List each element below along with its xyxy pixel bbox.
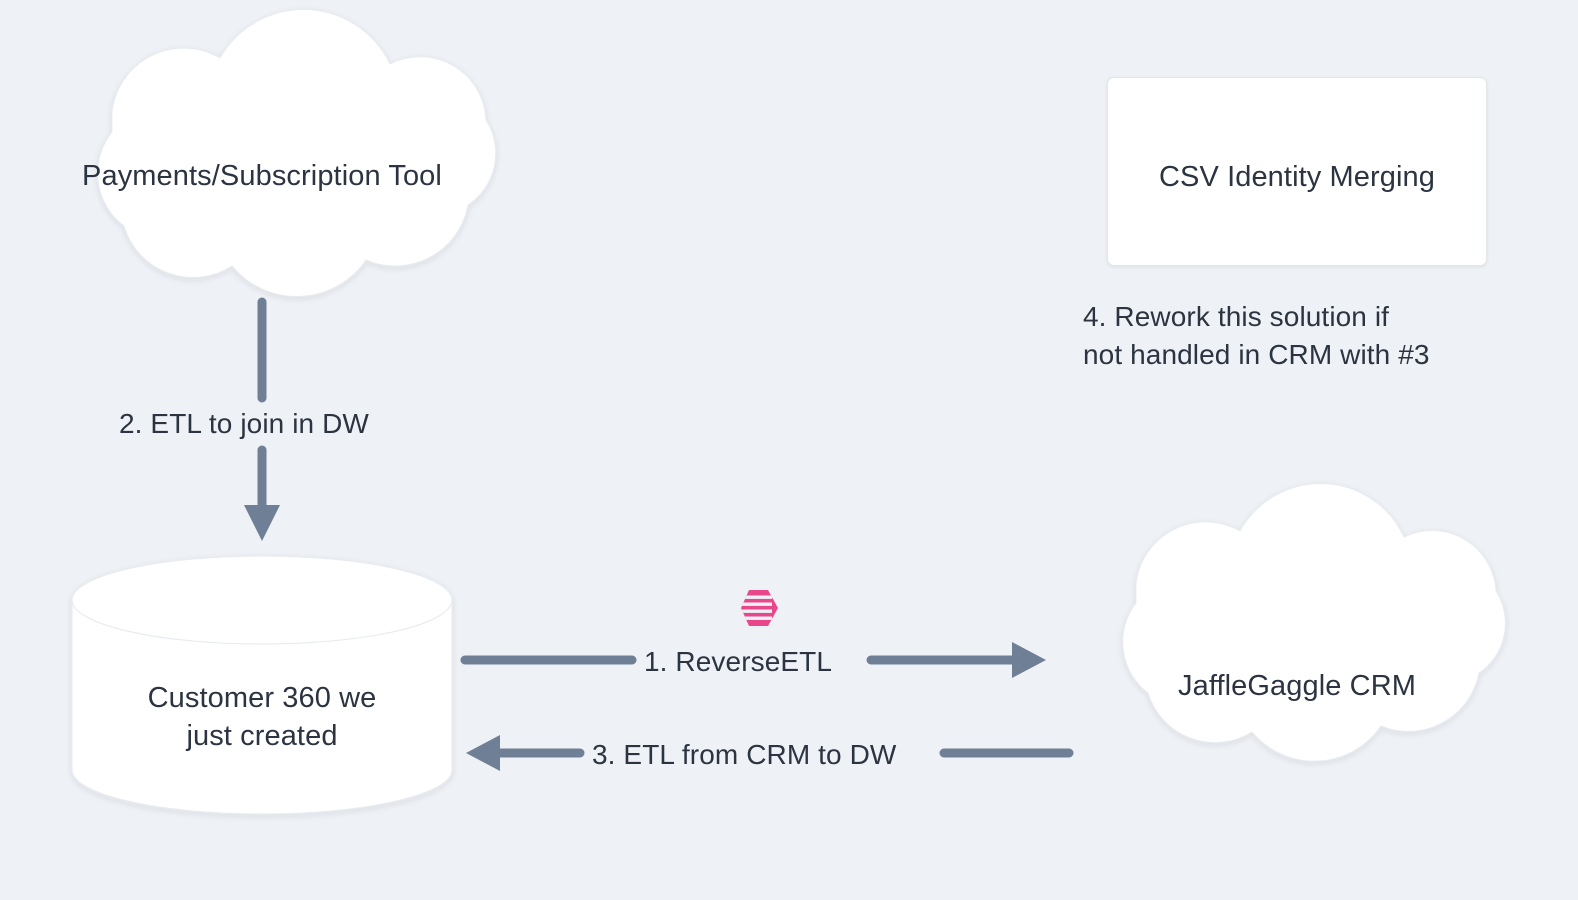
node-csv-identity-merging-shape[interactable] <box>1107 77 1487 266</box>
edge-reverse-etl-line <box>460 642 1046 678</box>
hightouch-logo-icon <box>741 590 778 626</box>
annotation-rework-note: 4. Rework this solution if not handled i… <box>1083 301 1430 370</box>
node-customer-360-db-shape[interactable] <box>71 555 453 815</box>
node-payments-tool-shape[interactable] <box>97 9 497 297</box>
node-jafflegaggle-crm-shape[interactable] <box>1122 483 1506 762</box>
edge-etl-join-dw-label: 2. ETL to join in DW <box>112 405 376 443</box>
edge-etl-crm-to-dw-line <box>466 735 1074 771</box>
edge-etl-crm-to-dw-label: 3. ETL from CRM to DW <box>585 736 904 774</box>
edge-reverse-etl-label: 1. ReverseETL <box>637 643 840 681</box>
edge-etl-join-dw-line <box>244 297 280 541</box>
